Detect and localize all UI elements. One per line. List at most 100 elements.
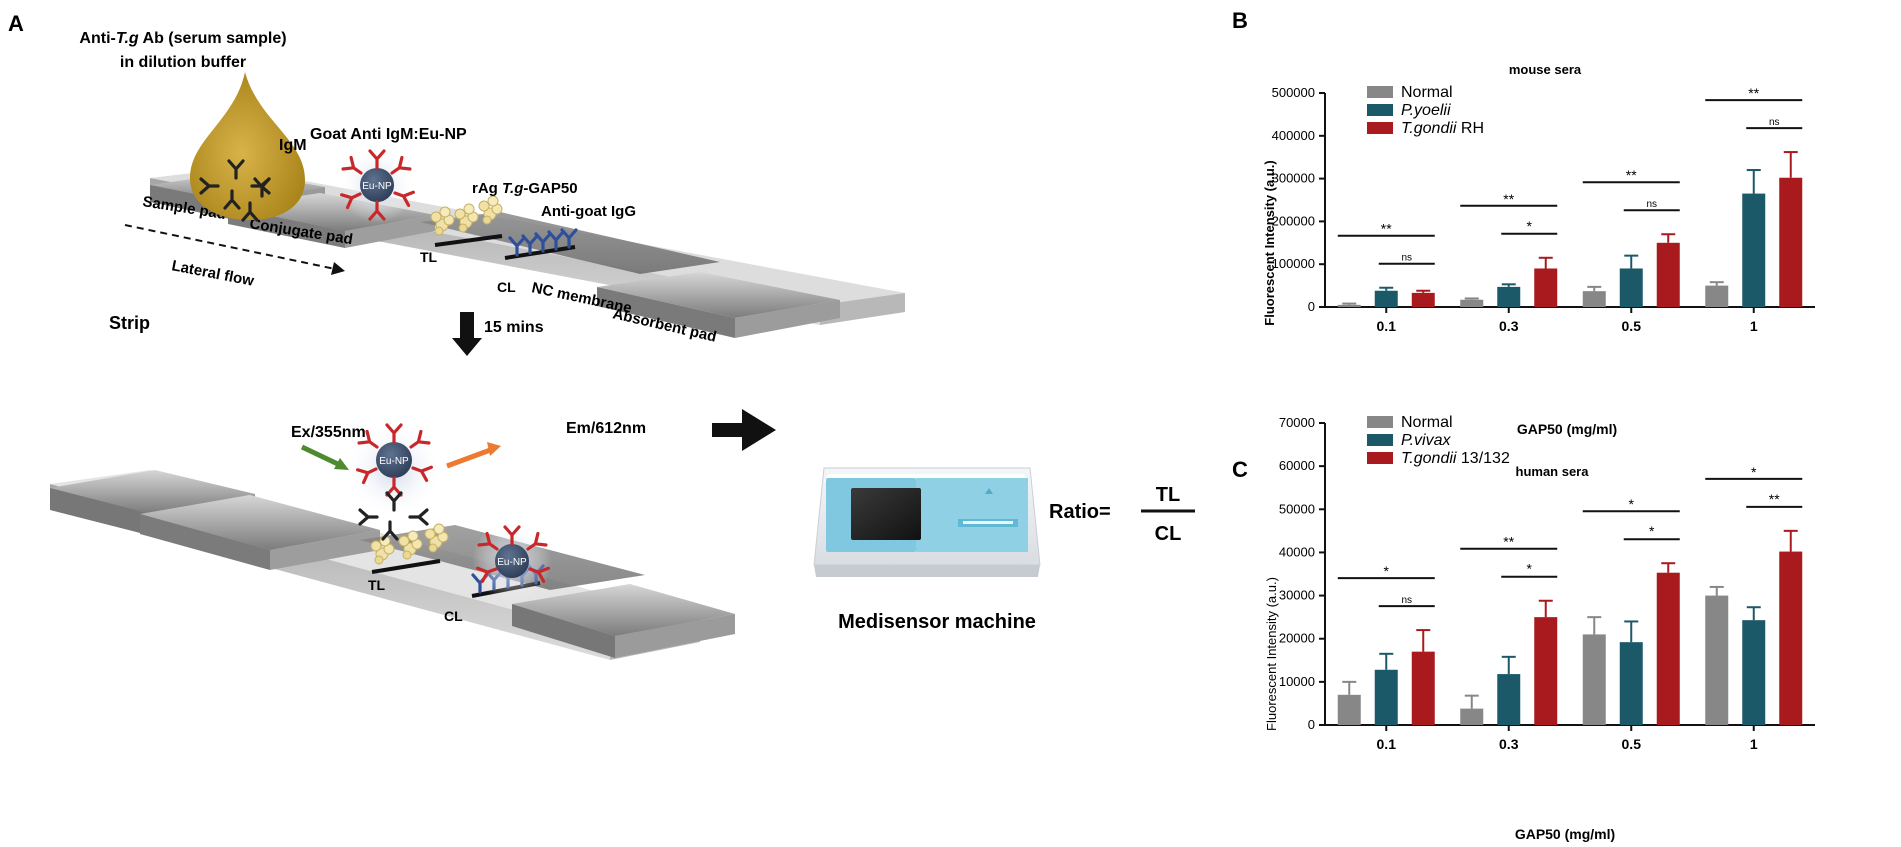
- significance-label: *: [1751, 464, 1757, 480]
- bar: [1619, 642, 1643, 725]
- chart-mouse-sera: B mouse sera GAP50 (mg/ml) Fluorescent I…: [1232, 8, 1815, 437]
- x-tick-label: 0.1: [1377, 318, 1397, 334]
- y-tick-label: 300000: [1272, 171, 1315, 186]
- igm-label: IgM: [279, 137, 307, 154]
- y-tick-label: 500000: [1272, 85, 1315, 100]
- chart-human-sera: C human sera GAP50 (mg/ml) Fluorescent I…: [1232, 414, 1815, 842]
- x-tick-label: 1: [1750, 736, 1758, 752]
- excitation-arrow: [300, 444, 349, 470]
- bar: [1497, 286, 1521, 307]
- legend-swatch: [1367, 434, 1393, 446]
- y-tick-label: 200000: [1272, 213, 1315, 228]
- eu-np-free: Eu-NP: [356, 423, 433, 497]
- legend-label-text: RH: [1456, 120, 1484, 137]
- excitation-label: Ex/355nm: [291, 424, 366, 441]
- legend-label: P.yoelii: [1401, 102, 1451, 119]
- panel-label-b: B: [1232, 8, 1248, 33]
- x-tick-label: 0.5: [1622, 318, 1642, 334]
- bar: [1779, 551, 1803, 725]
- svg-text:Eu-NP: Eu-NP: [362, 181, 392, 192]
- bar: [1460, 299, 1484, 307]
- ratio-label: Ratio=: [1049, 501, 1111, 523]
- down-arrow: [452, 312, 482, 356]
- strip-upper: Sample pad Conjugate pad NC membrane Abs…: [124, 72, 905, 346]
- legend-label: T.gondii RH: [1401, 120, 1484, 137]
- right-arrow: [712, 409, 776, 451]
- x-tick-label: 0.3: [1499, 318, 1519, 334]
- significance-label: **: [1381, 221, 1392, 237]
- bar: [1705, 285, 1729, 307]
- significance-label: **: [1503, 191, 1514, 207]
- y-tick-label: 0: [1308, 299, 1315, 314]
- y-tick-label: 10000: [1279, 674, 1315, 689]
- bar: [1656, 242, 1680, 307]
- bar: [1337, 694, 1361, 725]
- bar: [1497, 674, 1521, 725]
- bar: [1619, 268, 1643, 307]
- legend-label-text: 13/132: [1456, 450, 1509, 467]
- svg-text:Eu-NP: Eu-NP: [379, 456, 409, 467]
- y-tick-label: 400000: [1272, 128, 1315, 143]
- bar: [1411, 292, 1435, 307]
- significance-label: ns: [1401, 595, 1412, 606]
- medisensor-machine: [813, 467, 1041, 577]
- ratio-numerator: TL: [1156, 484, 1180, 506]
- test-line-label-lower: TL: [368, 577, 386, 593]
- legend-label-text: Normal: [1401, 84, 1453, 101]
- x-tick-label: 0.5: [1622, 736, 1642, 752]
- sample-caption-line2: in dilution buffer: [120, 54, 246, 71]
- legend-swatch: [1367, 416, 1393, 428]
- x-axis-label: GAP50 (mg/ml): [1515, 826, 1615, 842]
- bar: [1705, 595, 1729, 725]
- emission-label: Em/612nm: [566, 420, 646, 437]
- y-axis-label: Fluorescent Intensity (a.u.): [1262, 160, 1277, 325]
- significance-label: ns: [1769, 117, 1780, 128]
- x-tick-label: 1: [1750, 318, 1758, 334]
- bar: [1582, 634, 1606, 725]
- conjugate-title: Goat Anti IgM:Eu-NP: [310, 126, 467, 143]
- bar: [1534, 268, 1558, 307]
- antigen-label: rAg T.g-GAP50: [472, 180, 578, 197]
- y-tick-label: 20000: [1279, 631, 1315, 646]
- chart-title: human sera: [1516, 464, 1590, 479]
- control-line-label-upper: CL: [497, 279, 516, 295]
- significance-label: *: [1649, 523, 1655, 539]
- significance-label: **: [1748, 85, 1759, 101]
- test-line-upper: [434, 234, 503, 247]
- legend-label: P.vivax: [1401, 432, 1452, 449]
- lateral-flow-label: Lateral flow: [170, 257, 255, 290]
- chart-title: mouse sera: [1509, 62, 1582, 77]
- y-tick-label: 0: [1308, 717, 1315, 732]
- control-line-label-lower: CL: [444, 608, 463, 624]
- legend-swatch: [1367, 452, 1393, 464]
- bar: [1411, 651, 1435, 725]
- strip-lower: TL CL Eu-NP: [50, 470, 735, 660]
- ratio-denominator: CL: [1155, 523, 1182, 545]
- panel-label-c: C: [1232, 457, 1248, 482]
- x-tick-label: 0.3: [1499, 736, 1519, 752]
- significance-label: ns: [1401, 253, 1412, 264]
- y-tick-label: 100000: [1272, 256, 1315, 271]
- significance-label: **: [1503, 534, 1514, 550]
- eu-np-bound: Eu-NP: [476, 525, 550, 583]
- legend-label-italic: T.gondii: [1401, 450, 1457, 467]
- svg-text:Eu-NP: Eu-NP: [497, 557, 527, 568]
- legend-label: Normal: [1401, 414, 1453, 431]
- significance-label: *: [1527, 561, 1533, 577]
- bar: [1534, 617, 1558, 725]
- y-tick-label: 50000: [1279, 501, 1315, 516]
- legend-label-italic: P.vivax: [1401, 432, 1452, 449]
- time-label: 15 mins: [484, 319, 544, 336]
- bar: [1742, 193, 1766, 307]
- y-tick-label: 60000: [1279, 458, 1315, 473]
- emission-arrow: [446, 442, 501, 469]
- legend-label-text: Normal: [1401, 414, 1453, 431]
- lateral-flow-arrow: [124, 224, 345, 275]
- test-line-lower: [371, 559, 441, 574]
- y-tick-label: 30000: [1279, 588, 1315, 603]
- significance-label: *: [1629, 496, 1635, 512]
- significance-label: **: [1626, 167, 1637, 183]
- legend-swatch: [1367, 104, 1393, 116]
- bar: [1656, 572, 1680, 725]
